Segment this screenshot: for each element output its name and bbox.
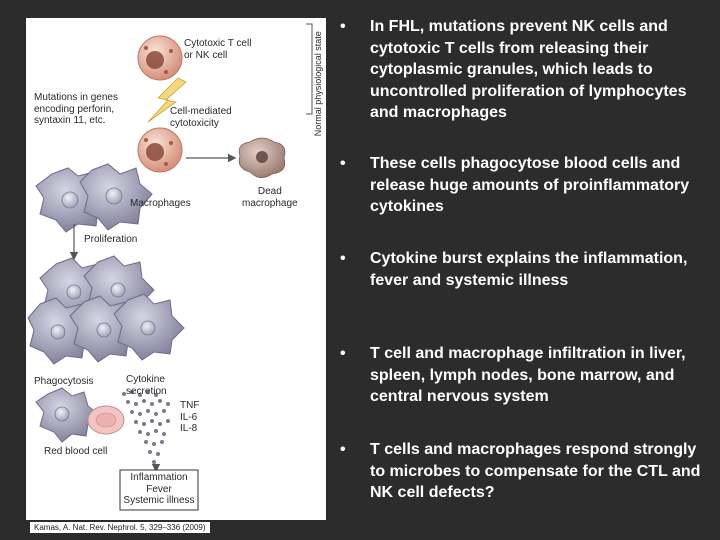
normal-state-bracket xyxy=(306,23,313,115)
outcome-label: Inflammation Fever Systemic illness xyxy=(123,472,195,506)
macrophage-cluster xyxy=(27,255,185,365)
bullet-marker: • xyxy=(340,250,346,267)
bullet-text: T cells and macrophages respond strongly… xyxy=(370,441,701,501)
macrophages-label: Macrophages xyxy=(130,198,191,209)
cytotoxic-cell-label: Cytotoxic T cell or NK cell xyxy=(184,38,252,61)
proliferation-label: Proliferation xyxy=(84,234,138,245)
figure-graphics xyxy=(27,23,313,511)
cell-mediated-label: Cell-mediated cytotoxicity xyxy=(170,106,232,129)
lightning-bolt xyxy=(147,77,187,123)
mutations-label: Mutations in genes encoding perforin, sy… xyxy=(34,92,118,126)
cytokine-dots xyxy=(122,390,170,464)
bullet-text: In FHL, mutations prevent NK cells and c… xyxy=(370,18,687,121)
bullet-marker: • xyxy=(340,18,346,35)
bullet-marker: • xyxy=(340,155,346,172)
red-blood-cell-label: Red blood cell xyxy=(44,446,108,457)
bullet-text: These cells phagocytose blood cells and … xyxy=(370,155,690,215)
outcome-box xyxy=(119,469,199,511)
cytokine-secretion-label: Cytokine secretion xyxy=(126,374,167,397)
red-blood-cell xyxy=(87,405,125,435)
dead-macrophage xyxy=(238,137,286,178)
macrophage-pair xyxy=(35,163,153,233)
normal-state-label: Normal physiological state xyxy=(312,31,323,137)
phagocytosis-label: Phagocytosis xyxy=(34,376,94,387)
phagocytosis-macrophage xyxy=(35,387,99,443)
cytotoxic-t-cell-top xyxy=(137,35,183,81)
pathogenesis-figure: Cytotoxic T cell or NK cell Normal physi… xyxy=(26,18,326,533)
bullet-text: Cytokine burst explains the inflammation… xyxy=(370,250,688,289)
dead-macrophage-label: Dead macrophage xyxy=(242,186,298,209)
cytotoxic-t-cell-bottom xyxy=(137,127,183,173)
bullet-text: T cell and macrophage infiltration in li… xyxy=(370,345,686,405)
cytokine-list-label: TNF IL-6 IL-8 xyxy=(180,400,200,434)
citation: Kamas, A. Nat. Rev. Nephrol. 5, 329–336 … xyxy=(30,522,210,533)
bullet-marker: • xyxy=(340,345,346,362)
bullet-marker: • xyxy=(340,441,346,458)
